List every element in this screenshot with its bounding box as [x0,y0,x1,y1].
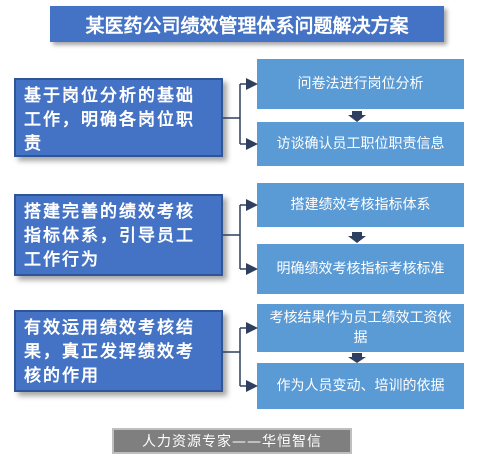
right-box-3-1: 考核结果作为员工绩效工资依据 [257,304,464,352]
right-box-2-1: 搭建绩效考核指标体系 [257,183,464,227]
footer-brand: 人力资源专家——华恒智信 [112,428,352,454]
right-box-1-1: 问卷法进行岗位分析 [257,59,464,109]
right-box-1-2: 访谈确认员工职位职责信息 [257,122,464,166]
down-arrow-2 [348,232,366,243]
right-box-3-2: 作为人员变动、培训的依据 [257,363,464,409]
diagram-title: 某医药公司绩效管理体系问题解决方案 [50,6,444,42]
bracket-3 [223,322,258,392]
left-box-1: 基于岗位分析的基础工作，明确各岗位职责 [14,78,223,157]
left-box-2: 搭建完善的绩效考核指标体系，引导员工工作行为 [14,194,223,276]
bracket-2 [223,199,258,275]
right-box-2-2: 明确绩效考核指标考核标准 [257,244,464,294]
left-box-3: 有效运用绩效考核结果，真正发挥绩效考核的作用 [14,310,223,392]
down-arrow-3 [348,353,366,363]
down-arrow-1 [348,111,366,122]
bracket-1 [223,78,258,150]
